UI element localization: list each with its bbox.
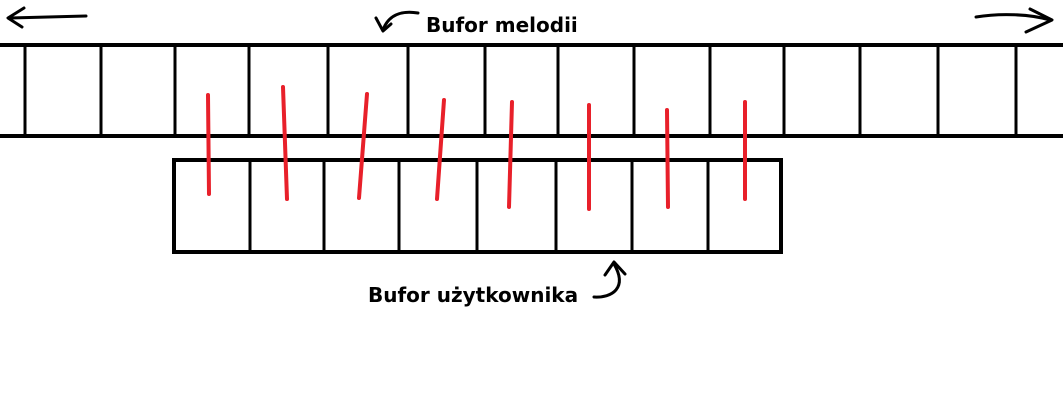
arrow-left-icon: [6, 6, 88, 29]
alignment-link: [206, 93, 211, 196]
melody-buffer-label: Bufor melodii: [426, 13, 578, 37]
curved-arrow-icon: [374, 10, 420, 33]
arrow-right-icon: [974, 7, 1054, 34]
curved-arrow-icon: [592, 260, 627, 299]
alignment-link: [281, 85, 289, 201]
user-buffer-label: Bufor użytkownika: [368, 283, 578, 307]
alignment-link: [665, 108, 670, 209]
alignment-link: [357, 92, 369, 200]
alignment-link: [435, 98, 446, 201]
user-buffer: [172, 158, 783, 254]
melody-buffer: [0, 43, 1063, 138]
alignment-link: [507, 100, 514, 209]
